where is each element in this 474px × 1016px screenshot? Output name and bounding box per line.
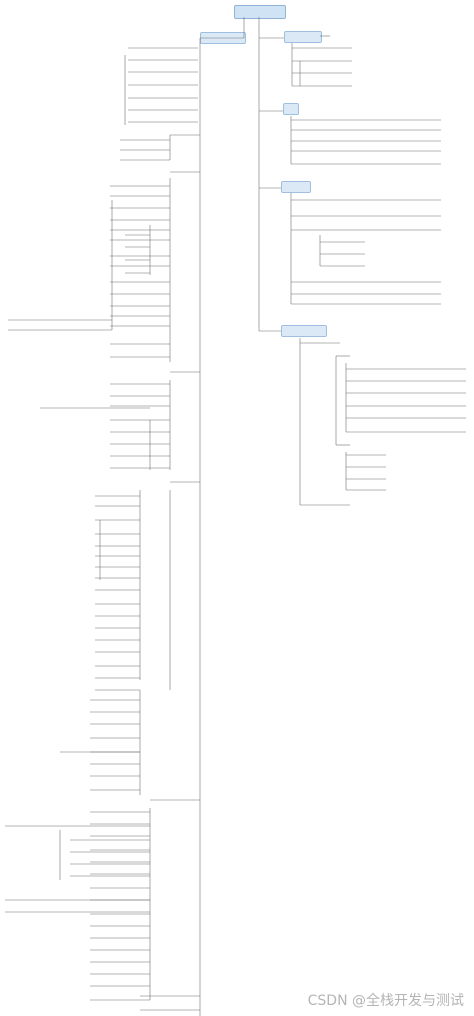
branch-right-1[interactable] [284,31,322,43]
branch-right-3[interactable] [281,181,311,193]
branch-right-2[interactable] [283,103,299,115]
mindmap-root[interactable] [234,5,286,19]
branch-right-4[interactable] [281,325,327,337]
watermark: CSDN @全栈开发与测试 [307,993,464,1009]
